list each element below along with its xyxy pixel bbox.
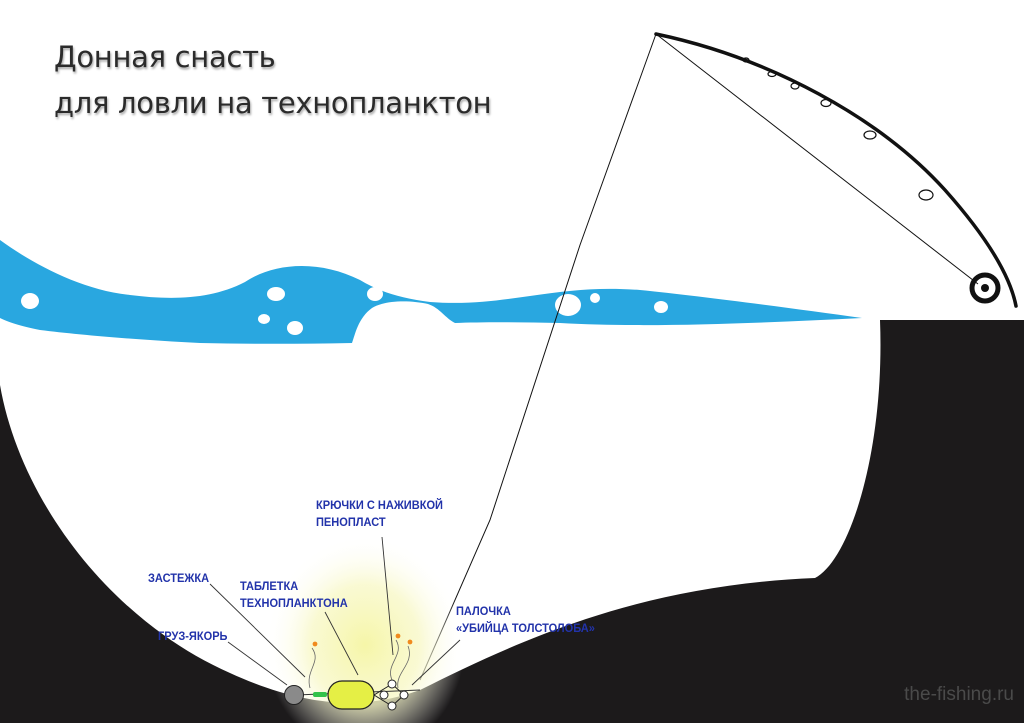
label-hooks-line-1: КРЮЧКИ С НАЖИВКОЙ [316,498,443,512]
label-hooks-line-2: ПЕНОПЛАСТ [316,515,386,529]
sinker-icon [284,685,304,705]
label-stick-line-1: ПАЛОЧКА [456,604,511,618]
watermark: the-fishing.ru [904,684,1014,705]
label-clasp: ЗАСТЕЖКА [148,571,210,585]
clasp-icon [313,692,327,697]
feeder-icon [327,680,375,710]
diagram-title-line-1: Донная снасть [54,40,276,74]
diagram-title-line-2: для ловли на технопланктон [54,86,492,120]
reel-icon [969,272,1001,304]
label-pointers [209,536,461,686]
lake-bed-ground [0,320,1024,723]
label-stick-line-2: «УБИЙЦА ТОЛСТОЛОБА» [456,621,595,635]
label-stick: ПАЛОЧКА «УБИЙЦА ТОЛСТОЛОБА» [456,603,595,637]
fishing-line-to-rig [419,33,657,681]
attractant-glow [265,535,465,723]
rod-guides [742,57,934,201]
hook-leashes [308,639,410,689]
fishing-rod-icon [654,32,1018,308]
label-tablet-line-1: ТАБЛЕТКА [240,579,299,593]
water-bubbles [21,287,668,335]
label-anchor: ГРУЗ-ЯКОРЬ [158,629,228,643]
fishing-line [655,33,979,285]
label-tablet-line-2: ТЕХНОПЛАНКТОНА [240,596,348,610]
water-surface-wave [0,240,862,344]
label-tablet: ТАБЛЕТКА ТЕХНОПЛАНКТОНА [240,578,348,612]
bait-hooks-icon [312,633,413,647]
label-hooks: КРЮЧКИ С НАЖИВКОЙ ПЕНОПЛАСТ [316,497,443,531]
stick-connector-icon [373,679,409,711]
